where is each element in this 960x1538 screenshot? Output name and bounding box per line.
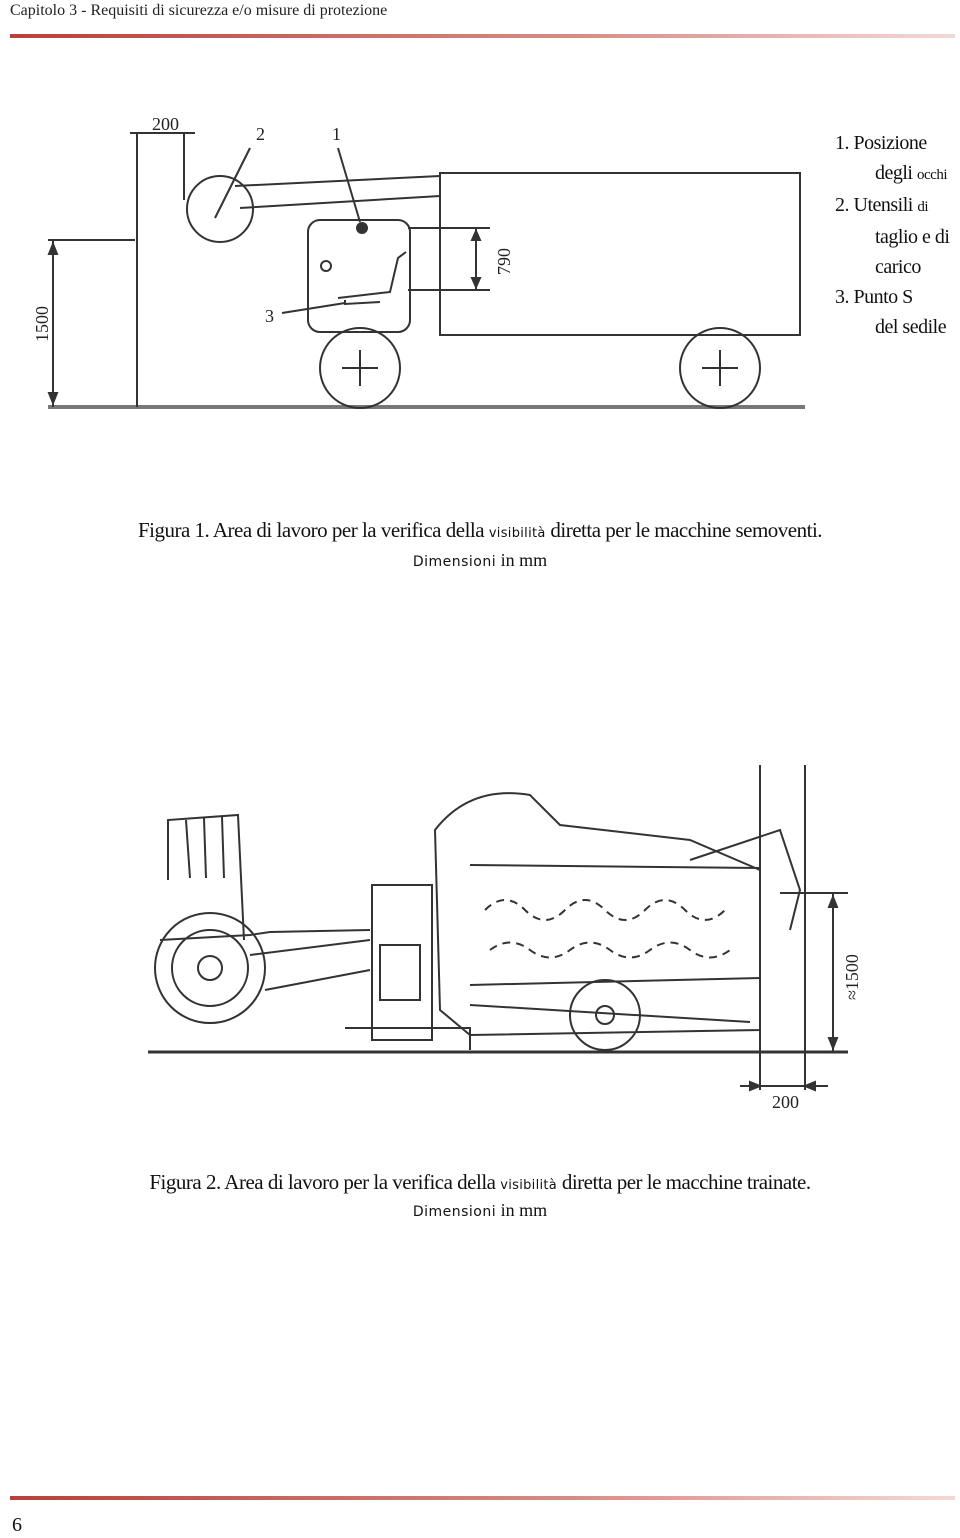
figure-1-legend: 1. Posizione degli occhi 2. Utensili di …	[835, 132, 950, 338]
footer-rule	[10, 1496, 955, 1500]
legend-item-2: 2. Utensili di	[835, 194, 929, 216]
figure-1-caption: Figura 1. Area di lavoro per la verifica…	[137, 518, 823, 542]
fig1-label-2: 2	[256, 124, 265, 144]
figure-1-drawing: 200 2 1 3 1500 790	[32, 114, 805, 409]
fig1-dim-790: 790	[494, 248, 514, 275]
figure-1-subcaption: Dimensioni in mm	[412, 550, 548, 570]
figure-2-subcaption: Dimensioni in mm	[412, 1200, 548, 1220]
fig1-dim-1500: 1500	[32, 306, 52, 342]
fig2-dim-200: 200	[772, 1092, 799, 1112]
fig1-label-3: 3	[265, 306, 274, 326]
fig1-label-1: 1	[332, 124, 341, 144]
page-number: 6	[12, 1514, 22, 1536]
fig2-dim-1500: ≈1500	[842, 954, 862, 1000]
page-header: Capitolo 3 - Requisiti di sicurezza e/o …	[10, 2, 388, 19]
legend-item-3: 3. Punto S	[835, 286, 913, 308]
figure-2-drawing: 200 ≈1500	[148, 765, 862, 1112]
legend-item-1: 1. Posizione	[835, 132, 927, 154]
header-rule	[10, 34, 955, 38]
fig1-dim-200: 200	[152, 114, 179, 134]
figure-2-caption: Figura 2. Area di lavoro per la verifica…	[149, 1170, 811, 1194]
